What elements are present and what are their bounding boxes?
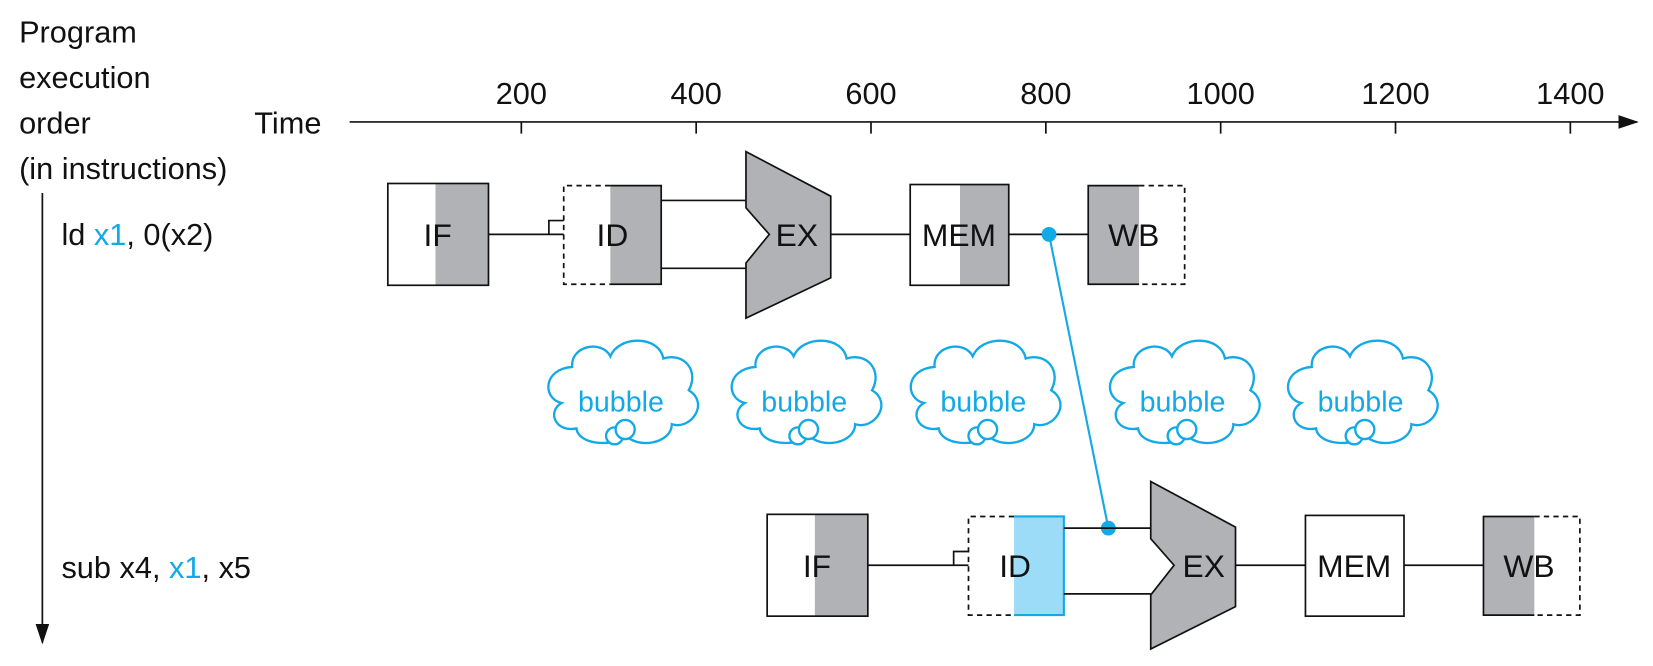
stage-mem: MEM: [909, 183, 1010, 287]
svg-text:bubble: bubble: [940, 386, 1026, 418]
svg-text:WB: WB: [1503, 548, 1554, 584]
stage-id: ID: [562, 184, 663, 286]
forward-source-dot: [1041, 226, 1057, 242]
stage-mem: MEM: [1304, 514, 1405, 618]
axis-left-label-line-1: Program: [19, 14, 137, 49]
stage-if: IF: [766, 513, 869, 618]
stage-ex: EX: [745, 150, 832, 320]
tick-label-1000: 1000: [1187, 76, 1255, 111]
svg-text:bubble: bubble: [1318, 386, 1404, 418]
pipeline-row-ld: IF ID EX MEM WB: [386, 150, 1186, 320]
bubble-4: bubble: [1108, 339, 1261, 446]
tick-label-200: 200: [496, 76, 547, 111]
svg-text:bubble: bubble: [761, 386, 847, 418]
svg-text:ID: ID: [999, 548, 1031, 584]
svg-text:IF: IF: [423, 217, 451, 253]
bubble-5: bubble: [1286, 339, 1439, 446]
pipeline-row-sub: IF ID EX MEM WB: [766, 480, 1581, 651]
tick-label-400: 400: [671, 76, 722, 111]
axis-left-label-line-3: order: [19, 106, 91, 141]
tick-label-600: 600: [845, 76, 896, 111]
instruction-label-sub: sub x4, x1, x5: [61, 550, 251, 585]
instruction-label-ld: ld x1, 0(x2): [61, 217, 213, 252]
svg-text:bubble: bubble: [1140, 386, 1226, 418]
tick-label-1400: 1400: [1536, 76, 1604, 111]
svg-text:EX: EX: [1183, 548, 1225, 584]
svg-text:IF: IF: [803, 548, 831, 584]
time-ticks: [520, 121, 1572, 134]
svg-text:EX: EX: [776, 217, 818, 253]
axis-left-label-line-4: (in instructions): [19, 151, 227, 186]
svg-text:WB: WB: [1108, 217, 1159, 253]
axis-left-label-line-2: execution: [19, 60, 151, 95]
svg-text:bubble: bubble: [578, 386, 664, 418]
register-x1-highlight: x1: [94, 217, 126, 252]
bubble-3: bubble: [909, 339, 1062, 446]
stage-ex: EX: [1149, 480, 1237, 651]
stage-if: IF: [386, 182, 490, 287]
svg-text:MEM: MEM: [922, 217, 996, 253]
bubble-1: bubble: [547, 339, 700, 446]
stage-wb: WB: [1482, 515, 1581, 616]
bubble-2: bubble: [730, 339, 883, 446]
time-axis-label: Time: [254, 106, 321, 141]
tick-label-1200: 1200: [1361, 76, 1429, 111]
tick-label-800: 800: [1020, 76, 1071, 111]
register-x1-highlight: x1: [169, 550, 201, 585]
stage-wb: WB: [1087, 184, 1186, 286]
svg-text:ID: ID: [597, 217, 629, 253]
stage-id-highlighted: ID: [967, 515, 1065, 617]
svg-text:MEM: MEM: [1317, 548, 1391, 584]
